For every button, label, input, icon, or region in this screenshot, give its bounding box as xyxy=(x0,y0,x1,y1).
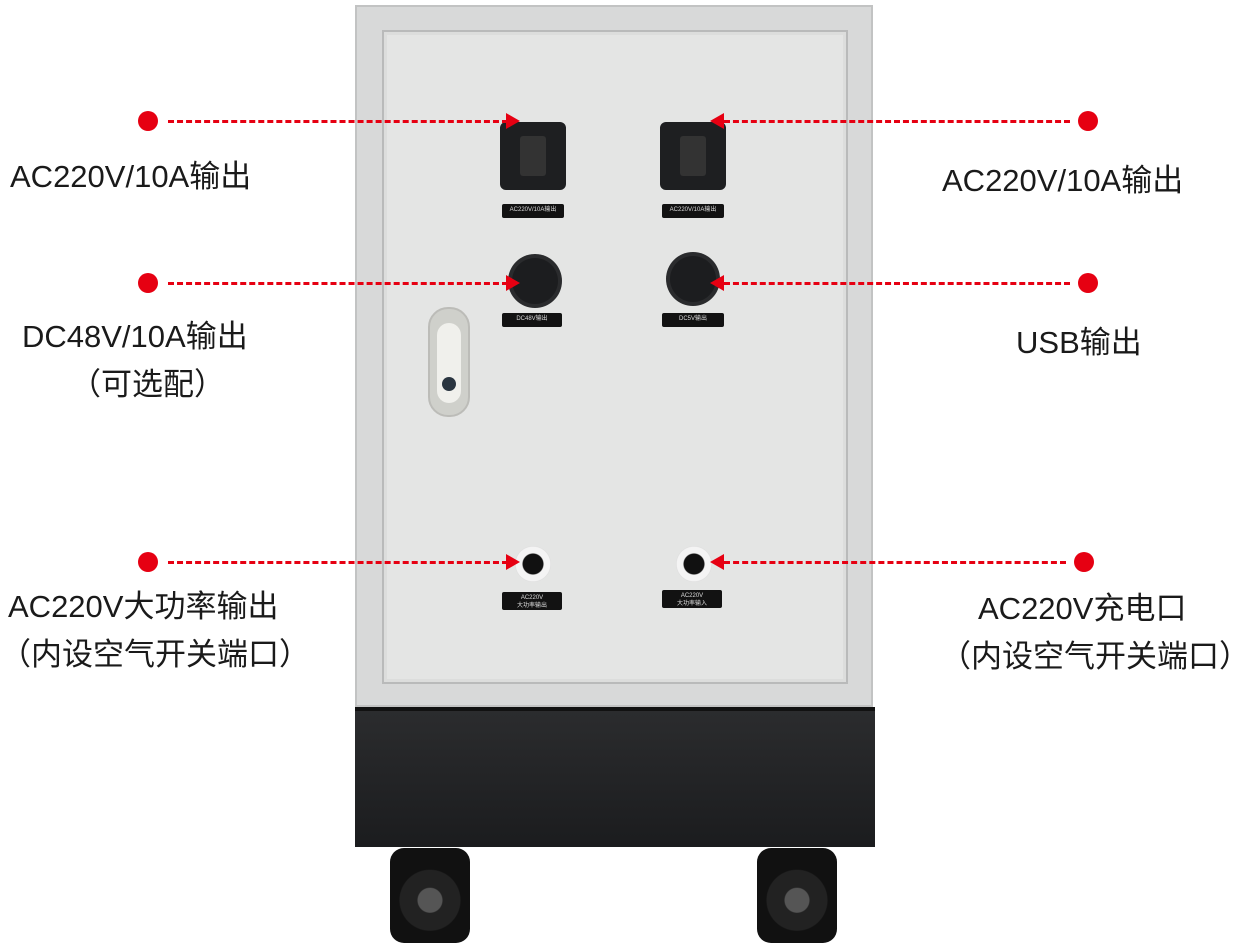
callout-line xyxy=(168,120,508,123)
callout-dot xyxy=(138,273,158,293)
arrow-right-icon xyxy=(506,554,520,570)
ac-socket-2 xyxy=(660,122,726,190)
callout-dot xyxy=(1074,552,1094,572)
wheel-right xyxy=(757,848,837,943)
callout-line xyxy=(168,282,508,285)
charging-input-gland xyxy=(676,546,712,582)
panel-label-dc5: DC5V输出 xyxy=(662,313,724,327)
callout-label-usb: USB输出 xyxy=(1016,325,1142,360)
callout-label-dc48: DC48V/10A输出 xyxy=(22,319,248,354)
high-power-output-gland xyxy=(515,546,551,582)
panel-label-ac-out-2: AC220V/10A输出 xyxy=(662,204,724,218)
callout-dot xyxy=(1078,273,1098,293)
arrow-right-icon xyxy=(506,275,520,291)
callout-line xyxy=(724,561,1066,564)
lock-icon xyxy=(442,377,456,391)
callout-dot xyxy=(138,552,158,572)
arrow-right-icon xyxy=(506,113,520,129)
arrow-left-icon xyxy=(710,554,724,570)
usb-port xyxy=(670,256,716,302)
wheel-left xyxy=(390,848,470,943)
cabinet-base xyxy=(355,707,875,847)
callout-line xyxy=(724,282,1070,285)
door-handle xyxy=(428,307,470,417)
callout-label-dc48-note: （可选配） xyxy=(70,367,225,402)
arrow-left-icon xyxy=(710,113,724,129)
callout-label-charging-note: （内设空气开关端口） xyxy=(940,639,1250,674)
callout-dot xyxy=(1078,111,1098,131)
callout-label-ac-out-left: AC220V/10A输出 xyxy=(10,159,252,194)
callout-label-charging: AC220V充电口 xyxy=(978,591,1187,626)
callout-dot xyxy=(138,111,158,131)
callout-label-ac-out-right: AC220V/10A输出 xyxy=(942,163,1184,198)
arrow-left-icon xyxy=(710,275,724,291)
panel-label-dc48: DC48V输出 xyxy=(502,313,562,327)
callout-line xyxy=(168,561,508,564)
callout-label-high-power-out-note: （内设空气开关端口） xyxy=(0,637,310,672)
ac-socket-1 xyxy=(500,122,566,190)
callout-label-high-power-out: AC220V大功率输出 xyxy=(8,589,279,624)
panel-label-ac-out-1: AC220V/10A输出 xyxy=(502,204,564,218)
callout-line xyxy=(724,120,1070,123)
